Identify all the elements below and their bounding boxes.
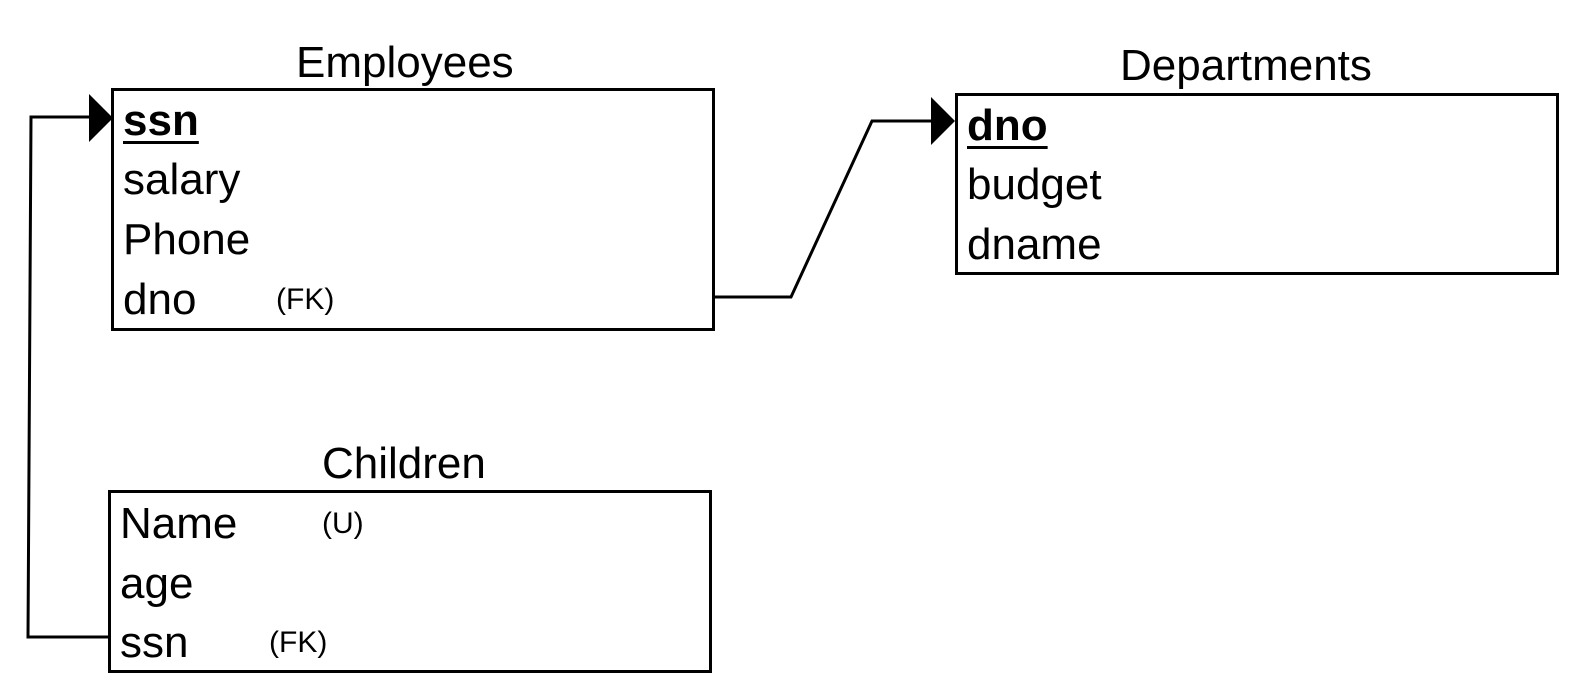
employees-dno-fk-note: (FK) [276,283,335,316]
children-ssn-fk-note: (FK) [269,626,328,659]
children-field-ssn: ssn [120,618,189,667]
departments-field-budget: budget [967,160,1102,209]
employees-field-dno: dno [123,275,197,324]
departments-field-dname: dname [967,220,1102,269]
fk-employees-dno-to-departments-dno [712,119,936,299]
arrowhead-departments-dno [931,97,955,145]
departments-table-title: Departments [1120,41,1372,90]
departments-table: dno budget dname [955,93,1559,275]
children-table: Name (U) age ssn (FK) [108,490,712,673]
employees-table-title: Employees [296,38,514,87]
children-field-age: age [120,559,194,608]
children-field-name: Name [120,499,238,548]
employees-field-salary: salary [123,155,241,204]
employees-table: ssn salary Phone dno (FK) [111,88,715,331]
arrowhead-employees-ssn [89,94,113,142]
children-table-title: Children [322,439,486,488]
departments-field-dno: dno [967,101,1048,150]
fk-children-ssn-to-employees-ssn [26,115,110,639]
employees-field-phone: Phone [123,215,251,264]
children-name-unique-note: (U) [322,507,364,540]
employees-field-ssn: ssn [123,96,199,145]
